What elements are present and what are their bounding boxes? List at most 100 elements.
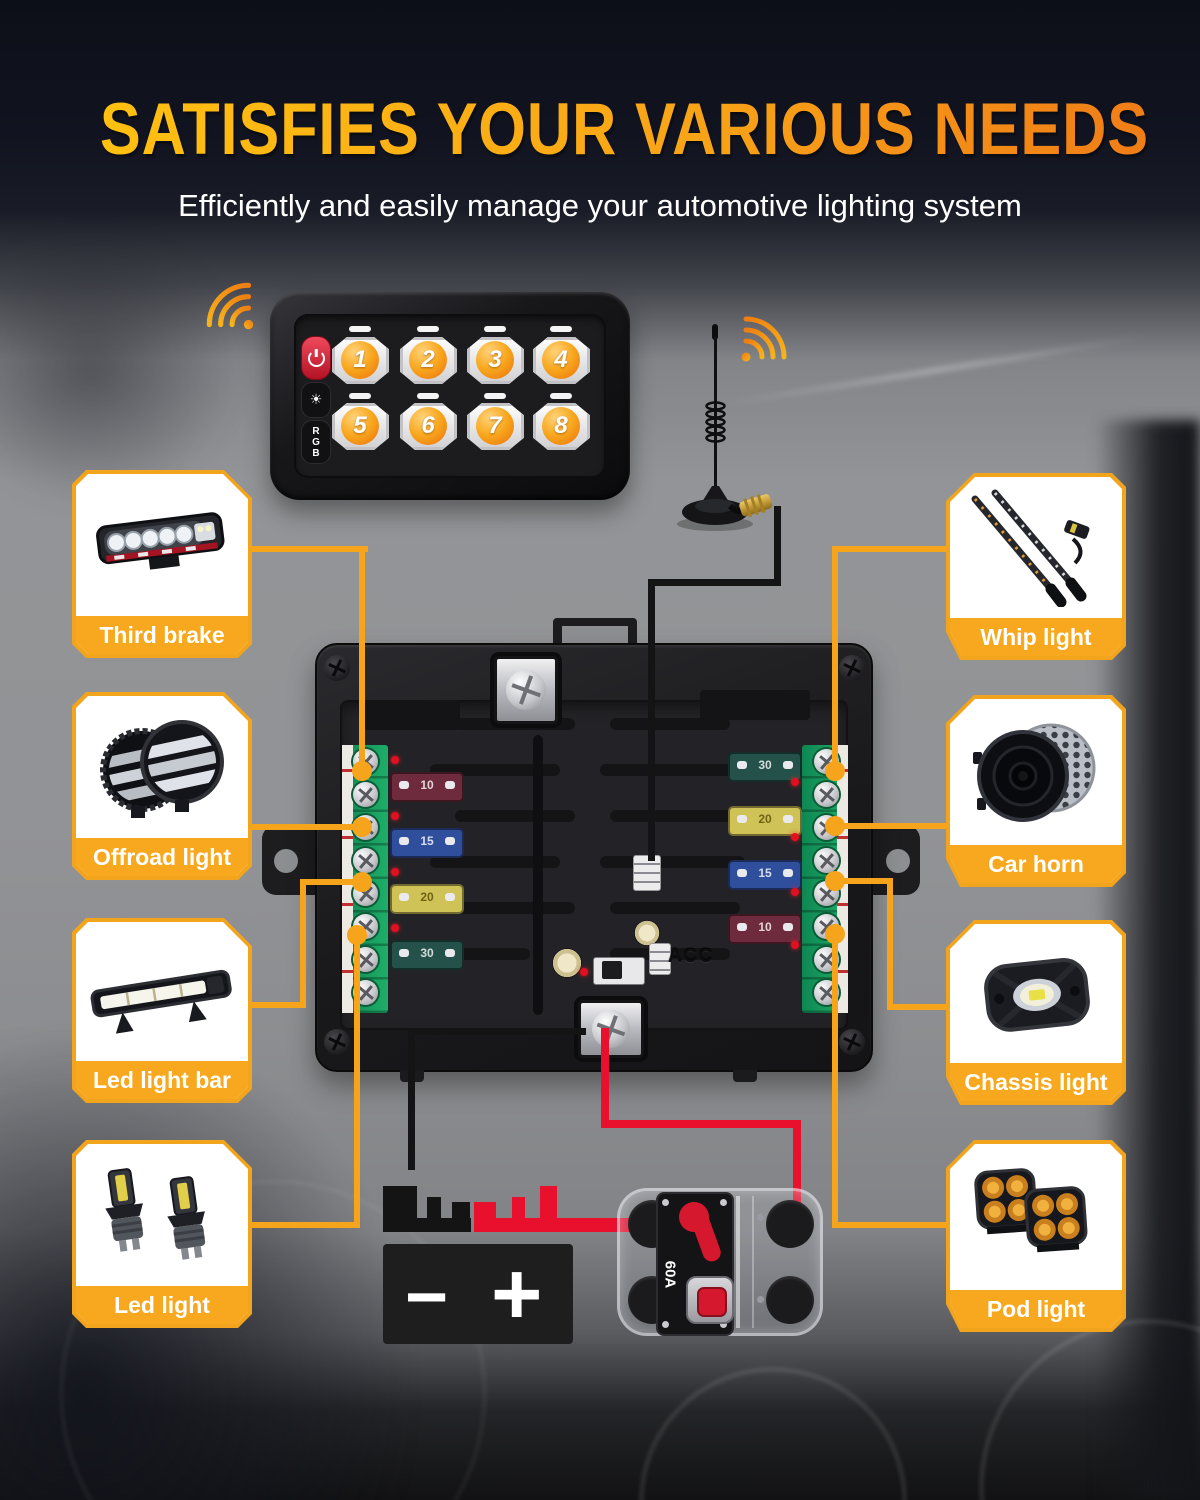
sun-icon: ☀ bbox=[309, 392, 323, 408]
fuse-amps: 15 bbox=[758, 866, 772, 880]
chassis-light-image bbox=[950, 924, 1122, 1063]
din-tab-hole bbox=[562, 626, 628, 644]
steering-wheel-highlight bbox=[640, 1368, 906, 1500]
mounting-hole bbox=[886, 849, 910, 873]
status-led bbox=[791, 833, 799, 841]
terminal-screw bbox=[592, 1010, 630, 1048]
capacitor bbox=[552, 948, 582, 978]
switch-button-5: 5 bbox=[332, 403, 389, 450]
ground-wire bbox=[408, 1028, 415, 1170]
card-face: Car horn bbox=[950, 699, 1122, 883]
vent-slot bbox=[610, 718, 730, 730]
module-screw bbox=[720, 1321, 727, 1328]
battery-positive-terminal bbox=[540, 1186, 557, 1218]
rgb-label: RGB bbox=[312, 425, 320, 459]
button-number: 8 bbox=[542, 407, 580, 445]
connection-line-pod-light bbox=[832, 1222, 946, 1228]
product-card-car-horn: Car horn bbox=[946, 695, 1126, 887]
wire-connector bbox=[649, 943, 671, 975]
status-led bbox=[580, 968, 588, 976]
button-led bbox=[349, 326, 371, 332]
terminal-dot bbox=[825, 816, 845, 836]
battery-negative-sign: − bbox=[405, 1255, 449, 1338]
brightness-button: ☀ bbox=[301, 382, 331, 418]
vent-slot bbox=[360, 700, 460, 730]
page-title: SATISFIES YOUR VARIOUS NEEDS bbox=[99, 89, 1150, 170]
card-face: Offroad light bbox=[76, 696, 248, 876]
mounting-hole bbox=[274, 849, 298, 873]
status-led bbox=[391, 924, 399, 932]
status-led bbox=[791, 888, 799, 896]
status-led bbox=[391, 868, 399, 876]
terminal-screw bbox=[506, 670, 546, 710]
power-wire bbox=[601, 1120, 801, 1128]
connection-line-led-light bbox=[252, 1222, 360, 1228]
button-led bbox=[484, 393, 506, 399]
connection-line-third-brake-light bbox=[359, 546, 365, 774]
product-card-offroad-light: Offroad light bbox=[72, 692, 252, 880]
button-number: 7 bbox=[476, 407, 514, 445]
power-wire bbox=[793, 1120, 801, 1236]
battery-positive-terminal bbox=[512, 1197, 525, 1218]
vent-slot bbox=[455, 810, 575, 822]
led-light-image bbox=[76, 1144, 248, 1286]
product-card-led-light: Led light bbox=[72, 1140, 252, 1328]
module-screw bbox=[720, 1199, 727, 1206]
antenna-connector-socket bbox=[633, 855, 661, 891]
connection-line-whip-light bbox=[832, 546, 946, 552]
terminal-screw bbox=[353, 782, 378, 807]
card-face: Whip light bbox=[950, 477, 1122, 656]
vent-slot bbox=[455, 902, 575, 914]
blade-fuse: 15 bbox=[728, 860, 802, 890]
wireless-antenna bbox=[677, 324, 773, 531]
wifi-waves-icon bbox=[206, 282, 254, 330]
terminal-dot bbox=[825, 924, 845, 944]
blade-fuse: 30 bbox=[390, 940, 464, 970]
status-led bbox=[391, 812, 399, 820]
product-label: Pod light bbox=[950, 1290, 1122, 1328]
status-led bbox=[391, 756, 399, 764]
switch-button-3: 3 bbox=[467, 337, 524, 384]
button-led bbox=[550, 326, 572, 332]
connection-line-car-horn bbox=[835, 823, 946, 829]
product-label: Chassis light bbox=[950, 1063, 1122, 1101]
connection-line-third-brake-light bbox=[252, 546, 368, 552]
breaker-module: 60A bbox=[656, 1192, 734, 1336]
button-led bbox=[417, 393, 439, 399]
fuse-amps: 20 bbox=[758, 812, 772, 826]
battery-positive-bus bbox=[474, 1218, 640, 1232]
button-led bbox=[349, 393, 371, 399]
power-wire bbox=[601, 1028, 609, 1128]
vent-slot bbox=[600, 764, 745, 776]
power-icon bbox=[307, 348, 325, 367]
mounting-ear-right bbox=[868, 825, 920, 895]
connection-line-chassis-light bbox=[887, 878, 893, 1010]
acc-label: ACC bbox=[668, 946, 714, 967]
acc-switch bbox=[593, 957, 645, 985]
power-stud-bottom bbox=[578, 1000, 644, 1058]
connection-line-led-light-bar bbox=[300, 879, 306, 1008]
connection-line-whip-light bbox=[832, 546, 838, 771]
third-brake-light-image bbox=[76, 474, 248, 616]
terminal-screw bbox=[814, 848, 839, 873]
antenna-wire bbox=[648, 579, 781, 586]
power-stud-top bbox=[494, 656, 558, 724]
product-card-third-brake-light: Third brake light bbox=[72, 470, 252, 658]
product-card-chassis-light: Chassis light bbox=[946, 920, 1126, 1105]
center-channel bbox=[533, 735, 543, 1015]
power-button bbox=[301, 336, 331, 380]
blade-fuse: 20 bbox=[390, 884, 464, 914]
circuit-breaker: 60A bbox=[617, 1188, 823, 1336]
bottom-tab bbox=[733, 1070, 757, 1082]
battery-negative-terminal bbox=[383, 1186, 417, 1220]
ground-wire bbox=[408, 1028, 586, 1035]
product-label: Offroad light bbox=[76, 838, 248, 876]
reset-button-housing bbox=[686, 1276, 734, 1324]
breaker-rating: 60A bbox=[661, 1260, 679, 1289]
card-face: Chassis light bbox=[950, 924, 1122, 1101]
switch-button-2: 2 bbox=[400, 337, 457, 384]
button-number: 6 bbox=[409, 407, 447, 445]
card-face: Led light bbox=[76, 1144, 248, 1324]
pod-light-image bbox=[950, 1144, 1122, 1290]
